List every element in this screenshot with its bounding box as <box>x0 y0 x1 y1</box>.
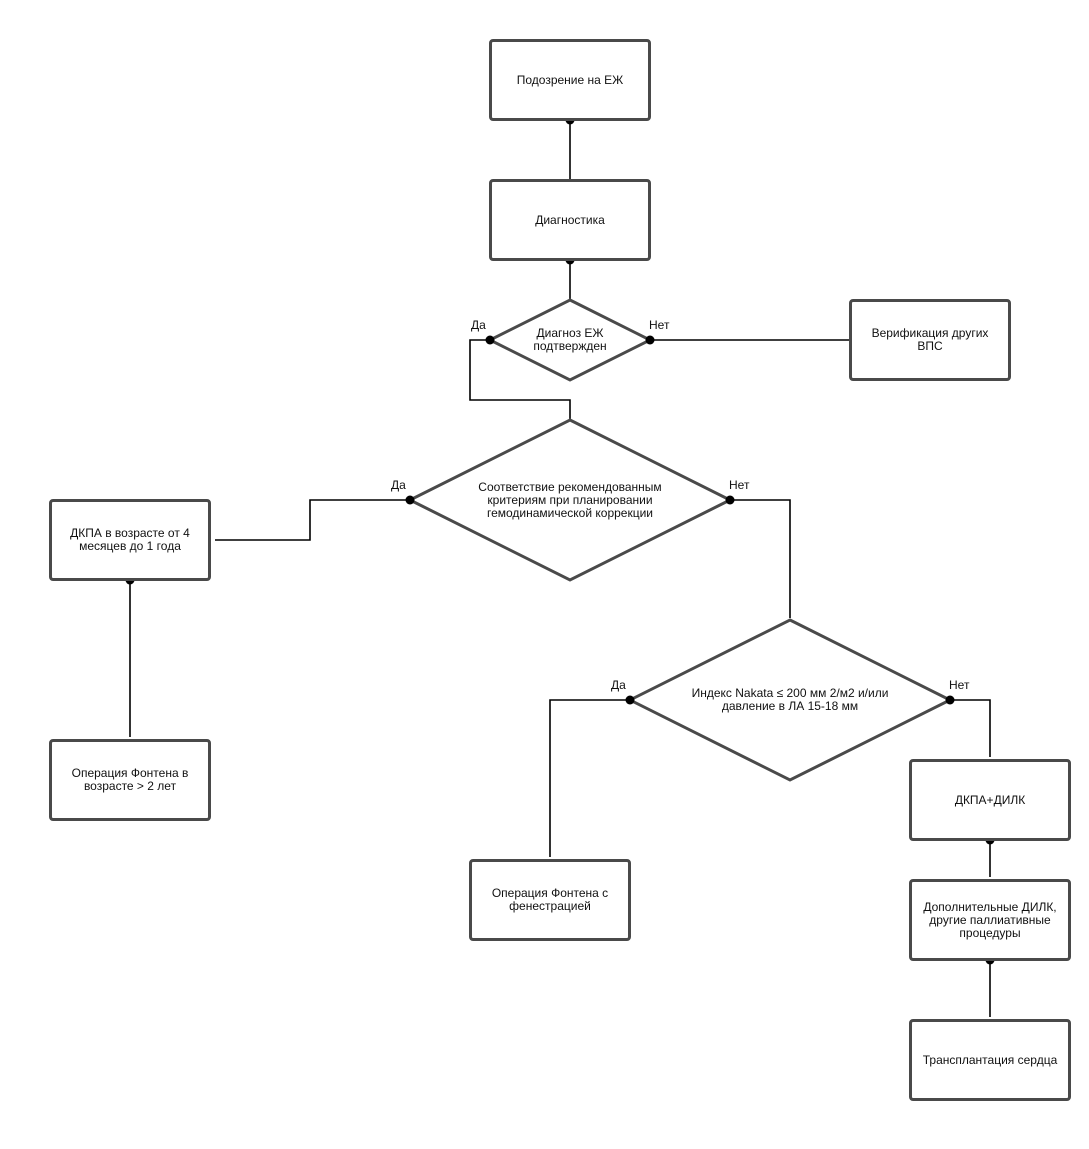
node-verification-other-text: Верификация других ВПС <box>871 326 989 353</box>
connector-yes-dkpa <box>215 499 410 541</box>
decision-criteria-match <box>406 418 734 582</box>
connector-yes-criteria <box>469 339 571 420</box>
node-fontan-age: Операция Фонтена в возрасте > 2 лет <box>49 739 211 821</box>
connector-dot <box>945 695 955 705</box>
node-suspicion-text: Подозрение на ЕЖ <box>516 72 624 87</box>
connector-dot <box>405 495 415 505</box>
decision-nakata-index <box>626 618 954 782</box>
connector-dot <box>645 335 655 345</box>
node-fontan-fenestration: Операция Фонтена с фенестрацией <box>469 859 631 941</box>
node-transplant: Трансплантация сердца <box>909 1019 1071 1101</box>
decision-diagnosis-confirmed <box>486 298 654 382</box>
node-transplant-text: Трансплантация сердца <box>922 1052 1058 1067</box>
branch-label-yes: Да <box>471 318 486 332</box>
node-diagnostics: Диагностика <box>489 179 651 261</box>
connector-dot <box>725 495 735 505</box>
node-verification-other: Верификация других ВПС <box>849 299 1011 381</box>
node-dkpa-dilk: ДКПА+ДИЛК <box>909 759 1071 841</box>
branch-label-no: Нет <box>949 678 970 692</box>
decision-diagnosis-confirmed-text: Диагноз ЕЖ подтвержден <box>533 326 607 353</box>
node-suspicion: Подозрение на ЕЖ <box>489 39 651 121</box>
branch-label-yes: Да <box>611 678 626 692</box>
node-dkpa-dilk-text: ДКПА+ДИЛК <box>954 792 1026 807</box>
node-dkpa-age-text: ДКПА в возрасте от 4 месяцев до 1 года <box>70 526 190 553</box>
connector-dot <box>625 695 635 705</box>
branch-label-no: Нет <box>649 318 670 332</box>
connector-no-nakata <box>730 499 791 618</box>
branch-label-yes: Да <box>391 478 406 492</box>
node-diagnostics-text: Диагностика <box>535 212 605 227</box>
node-additional-dilk-text: Дополнительные ДИЛК, другие паллиативные… <box>923 899 1057 940</box>
branch-label-no: Нет <box>729 478 750 492</box>
connector-yes-fenestration <box>549 699 630 857</box>
node-additional-dilk: Дополнительные ДИЛК, другие паллиативные… <box>909 879 1071 961</box>
decision-nakata-text: Индекс Nakata ≤ 200 мм 2/м2 и/или давлен… <box>691 686 889 713</box>
node-fontan-age-text: Операция Фонтена в возрасте > 2 лет <box>71 766 189 793</box>
connector-dot <box>485 335 495 345</box>
decision-criteria-match-text: Соответствие рекомендованным критериям п… <box>478 479 662 520</box>
node-fontan-fenestration-text: Операция Фонтена с фенестрацией <box>491 886 609 913</box>
node-dkpa-age: ДКПА в возрасте от 4 месяцев до 1 года <box>49 499 211 581</box>
connector-no-dkpa-dilk <box>950 699 991 757</box>
